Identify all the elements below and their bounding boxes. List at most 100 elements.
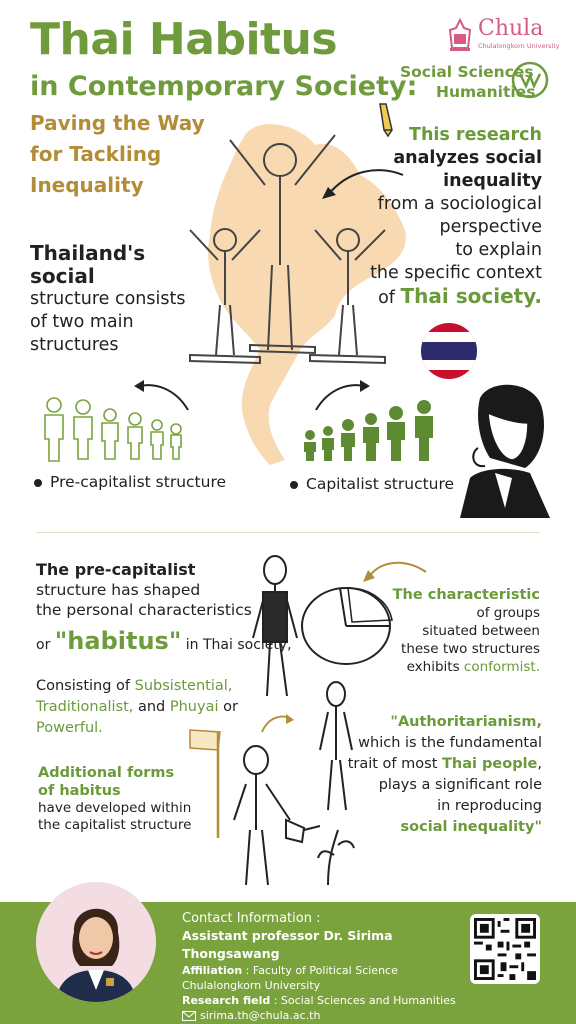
email-address[interactable]: sirima.th@chula.ac.th	[200, 1009, 321, 1022]
field-label: Research field	[182, 994, 271, 1007]
arrow-right-icon	[315, 380, 370, 411]
socsci-line: Social Sciences	[400, 63, 534, 81]
capitalist-figures	[304, 400, 433, 461]
author-line: which is the fundamental	[358, 735, 542, 751]
aff-label: Affiliation	[182, 964, 243, 977]
pre-capitalist-figures	[44, 397, 182, 462]
additional-line: Additional forms	[38, 765, 175, 781]
research-line: the specific context	[370, 263, 542, 283]
section-divider	[36, 532, 540, 533]
consist-highlight: Subsistential,	[134, 678, 233, 694]
pie-chart-illustration	[301, 587, 393, 665]
consisting-text: Consisting of Subsistential, Traditional…	[36, 676, 266, 739]
pre-capitalist-text: The pre-capitalist structure has shaped …	[36, 560, 266, 620]
consist-part: Consisting of	[36, 678, 135, 694]
charac-line: situated between	[422, 623, 540, 639]
chula-emblem-icon	[448, 18, 472, 51]
arrow-icon	[322, 169, 404, 199]
pencil-icon	[379, 103, 393, 138]
structure-text: Thailand's social structure consists of …	[30, 242, 210, 357]
research-line: This research	[409, 125, 542, 145]
habitus-part: or	[36, 637, 55, 653]
research-line: analyzes social	[393, 148, 542, 168]
page-subtitle: in Contemporary Society:	[30, 71, 418, 102]
research-line: of Thai society.	[312, 285, 542, 310]
consist-part: and	[133, 699, 170, 715]
charac-line: exhibits conformist.	[370, 658, 540, 676]
contact-heading: Contact Information :	[182, 911, 321, 926]
research-line: from a sociological	[377, 194, 542, 214]
chula-logo: Chula Chulalongkorn University	[446, 16, 560, 54]
research-line: to explain	[455, 240, 542, 260]
contact-affiliation-2: Chulalongkorn University	[182, 979, 321, 992]
author-line: "Authoritarianism,	[390, 714, 542, 730]
curved-arrow-icon	[261, 714, 294, 733]
legend-pre-capitalist: Pre-capitalist structure	[34, 472, 226, 492]
tagline-line: Inequality	[30, 173, 144, 197]
curved-arrow-icon	[363, 561, 427, 582]
thai-flag-icon	[421, 323, 477, 379]
avatar	[36, 882, 156, 1002]
author-line: plays a significant role	[378, 777, 542, 793]
field-value: : Social Sciences and Humanities	[270, 994, 456, 1007]
pre-line: the personal characteristics	[36, 601, 252, 619]
research-line: inequality	[443, 171, 542, 191]
additional-line: of habitus	[38, 783, 121, 799]
contact-name: Assistant professor Dr. Sirima Thongsawa…	[182, 928, 393, 961]
chula-name: Chula	[478, 16, 544, 41]
consist-highlight: Powerful.	[36, 720, 103, 736]
habitus-text: or "habitus" in Thai society,	[36, 626, 292, 660]
portrait-image	[36, 882, 156, 1002]
author-part: ,	[537, 756, 542, 772]
research-line: perspective	[439, 217, 542, 237]
socsci-line: Humanities	[436, 83, 536, 101]
structure-line: Thailand's social	[30, 241, 146, 288]
thai-people-highlight: Thai people	[442, 756, 538, 772]
qr-code-icon[interactable]	[470, 914, 540, 984]
consist-part: or	[218, 699, 238, 715]
legend-label: Pre-capitalist structure	[50, 473, 227, 491]
tagline-line: Paving the Way	[30, 111, 205, 135]
authoritarianism-text: "Authoritarianism, which is the fundamen…	[322, 712, 542, 838]
author-part: trait of most	[347, 756, 442, 772]
bullet-icon	[34, 478, 42, 487]
contact-email[interactable]: sirima.th@chula.ac.th	[182, 1008, 472, 1023]
structure-line: structure consists	[30, 289, 186, 309]
socsci-logo: Social Sciences Humanities	[400, 61, 560, 102]
contact-field: Research field : Social Sciences and Hum…	[182, 993, 472, 1008]
gardener-illustration	[233, 681, 355, 886]
additional-forms-text: Additional forms of habitus have develop…	[38, 764, 198, 834]
contact-info: Contact Information : Assistant professo…	[182, 910, 472, 1023]
page-title: Thai Habitus	[30, 14, 338, 65]
conformist-highlight: conformist.	[463, 659, 540, 675]
additional-line: the capitalist structure	[38, 817, 192, 833]
charac-line: these two structures	[401, 641, 540, 657]
arrow-left-icon	[134, 380, 189, 411]
bullet-icon	[290, 480, 298, 489]
qr-code-image	[474, 918, 536, 980]
habitus-highlight: "habitus"	[54, 627, 182, 655]
charac-part: exhibits	[406, 659, 464, 675]
author-line: trait of most Thai people,	[322, 754, 542, 775]
tagline-line: for Tackling	[30, 142, 162, 166]
consist-highlight: Traditionalist,	[36, 699, 134, 715]
pre-line: structure has shaped	[36, 581, 201, 599]
structure-line: structures	[30, 335, 119, 355]
aff-value: : Faculty of Political Science	[242, 964, 398, 977]
standing-figures	[189, 134, 386, 365]
socsci-emblem-icon	[511, 61, 549, 99]
research-text: This research analyzes social inequality…	[312, 124, 542, 310]
thai-society-highlight: Thai society.	[400, 284, 542, 308]
consist-highlight: Phuyai	[169, 699, 219, 715]
chula-sub: Chulalongkorn University	[478, 42, 560, 50]
structure-line: of two main	[30, 312, 134, 332]
thailand-map-illustration	[189, 124, 406, 465]
thinking-woman-illustration	[460, 384, 550, 518]
contact-affiliation: Affiliation : Faculty of Political Scien…	[182, 963, 472, 978]
tagline: Paving the Way for Tackling Inequality	[30, 108, 220, 201]
legend-capitalist: Capitalist structure	[290, 474, 454, 494]
characteristic-text: The characteristic of groups situated be…	[370, 586, 540, 676]
author-line: social inequality"	[400, 819, 542, 835]
map-shape	[208, 124, 406, 465]
flag-pole-illustration	[189, 729, 221, 838]
